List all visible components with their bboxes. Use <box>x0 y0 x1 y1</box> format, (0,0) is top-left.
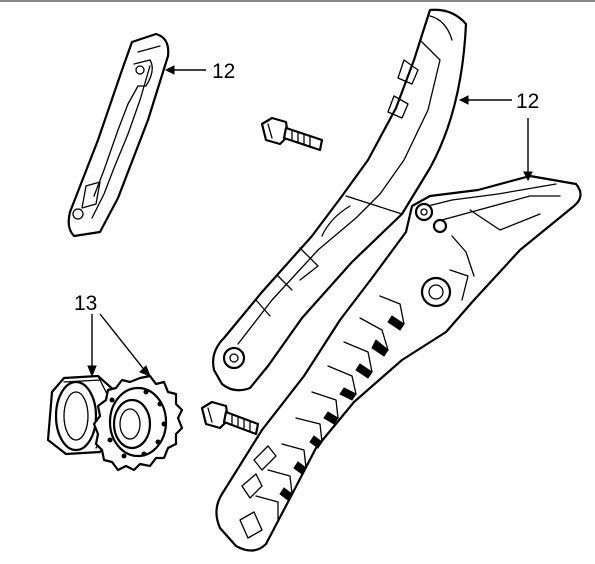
curved-chain-guide <box>212 8 468 392</box>
leader-sprocket <box>99 313 147 373</box>
leader-lines <box>87 65 533 378</box>
callout-guide-right: 12 <box>516 90 539 113</box>
bolt-upper <box>260 116 324 152</box>
bolt-lower <box>200 400 260 436</box>
small-chain-guide <box>67 32 170 238</box>
callout-sprocket: 13 <box>74 292 97 315</box>
fixed-chain-guide <box>215 174 582 552</box>
callout-guide-left: 12 <box>212 60 235 83</box>
sprocket-gear <box>92 374 184 472</box>
